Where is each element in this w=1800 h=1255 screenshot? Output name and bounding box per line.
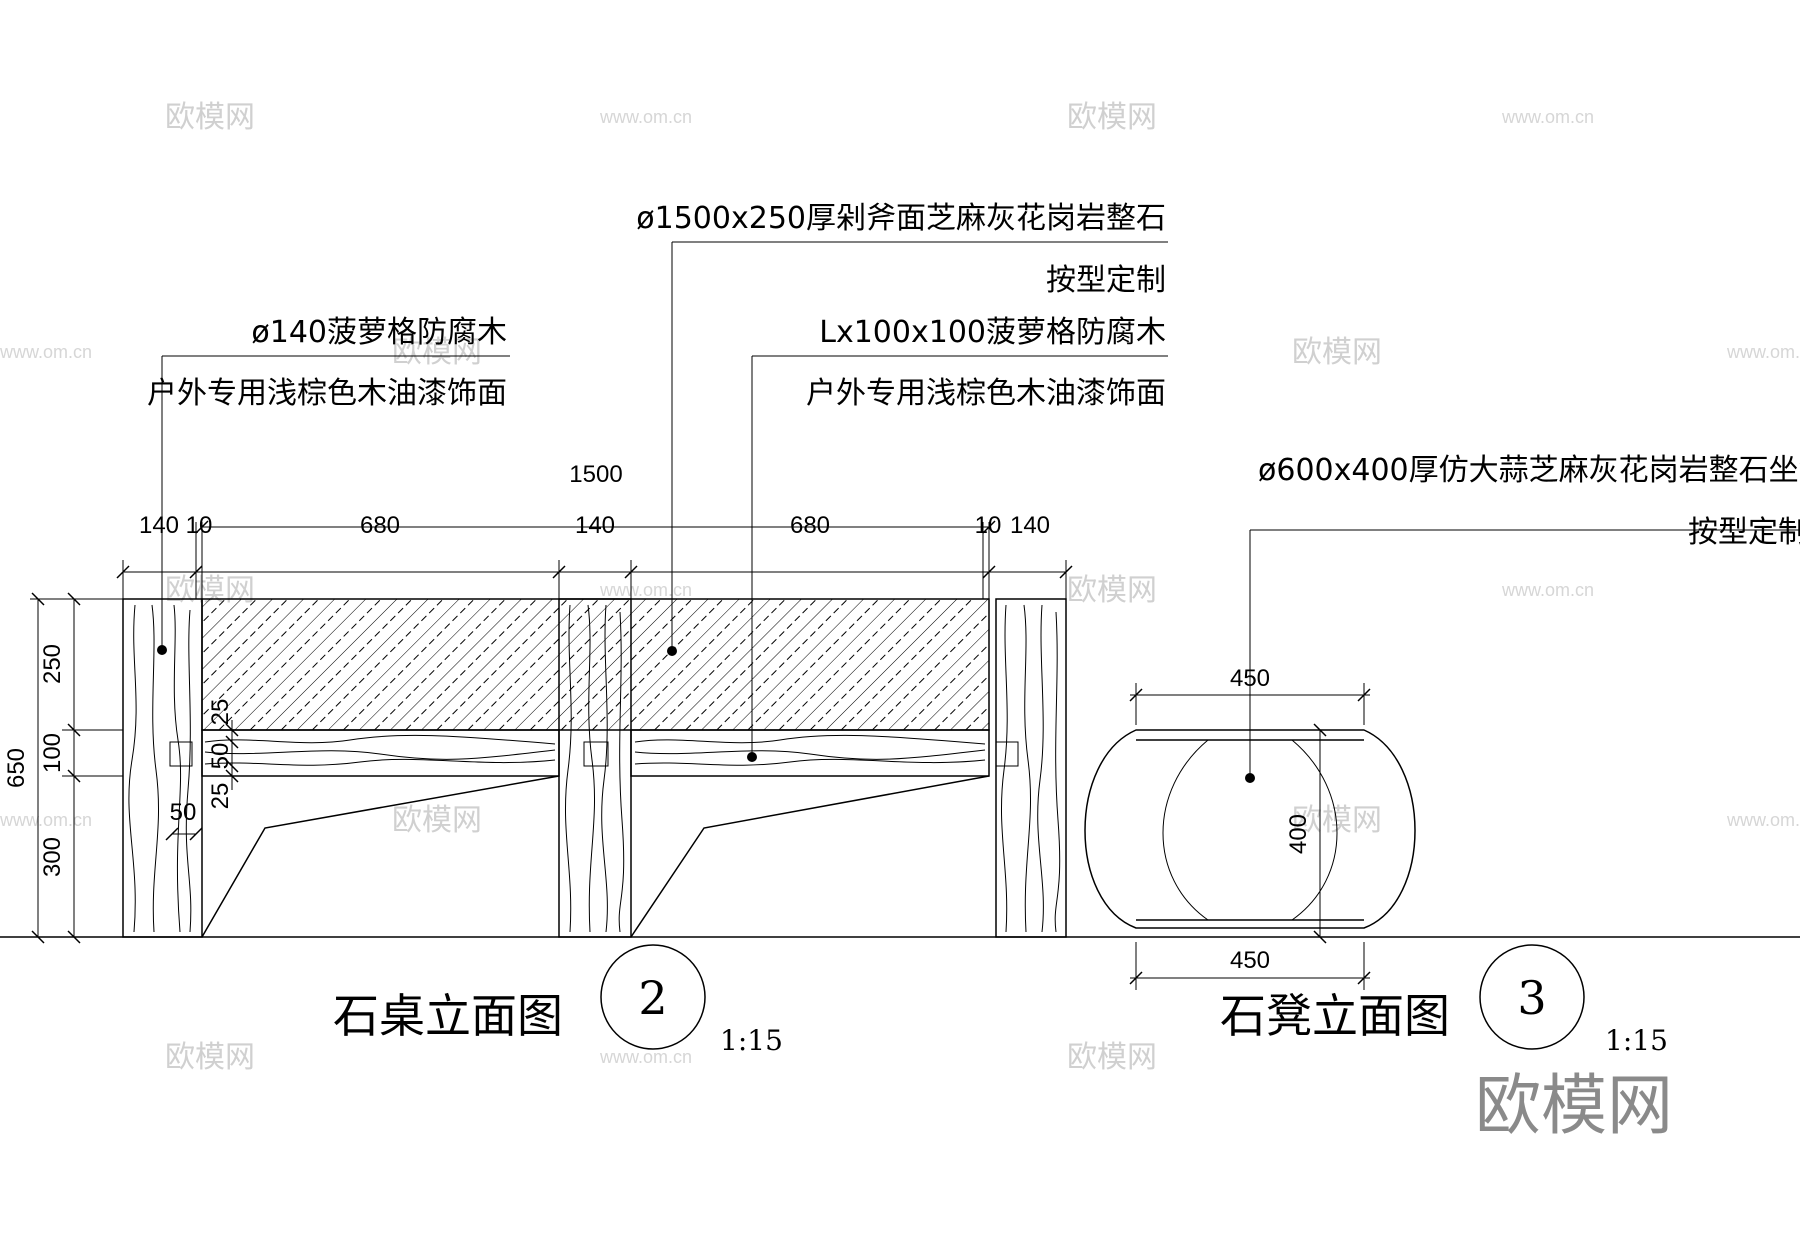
segment-label-leg-right: 140	[1010, 512, 1050, 539]
watermark-brand: 欧模网	[392, 803, 482, 838]
beam-detail-label-bottom: 25	[207, 783, 234, 810]
top-custom-note: 按型定制	[1046, 263, 1166, 298]
segment-label-gap-left: 10	[186, 512, 213, 539]
support-brace	[201, 775, 990, 938]
stool-leader	[1245, 529, 1800, 783]
watermark-url: www.om.cn	[1726, 342, 1800, 362]
segment-label-span-right: 680	[790, 512, 830, 539]
top-height-label: 250	[39, 644, 66, 684]
segment-label-leg-left: 140	[139, 512, 179, 539]
stool-title: 石凳立面图	[1220, 989, 1450, 1043]
beam-detail-dimension	[165, 720, 239, 841]
wooden-leg	[122, 598, 203, 938]
watermark-url: www.om.cn	[599, 107, 692, 127]
watermark-brand: 欧模网	[165, 100, 255, 135]
stool-bottom-width-label: 450	[1230, 947, 1270, 974]
overall-width-label: 1500	[569, 461, 622, 488]
segment-label-leg-middle: 140	[575, 512, 615, 539]
granite-top-hatch	[201, 598, 990, 731]
stool-curve	[1162, 739, 1209, 921]
bottom-height-label: 300	[39, 837, 66, 877]
beam-finish-note: 户外专用浅棕色木油漆饰面	[806, 376, 1166, 411]
beam-height-label: 100	[39, 733, 66, 773]
watermark-url: www.om.cn	[0, 810, 92, 830]
wooden-leg	[995, 598, 1067, 938]
leader-lines	[157, 241, 1168, 762]
width-dimension-chain	[116, 520, 1073, 599]
watermark-url: www.om.cn	[1501, 107, 1594, 127]
wooden-beam	[169, 729, 1019, 777]
stool-material-note: ø600x400厚仿大蒜芝麻灰花岗岩整石坐凳	[1258, 453, 1800, 488]
top-material-note: ø1500x250厚剁斧面芝麻灰花岗岩整石	[636, 201, 1166, 236]
wooden-leg	[558, 598, 632, 938]
beam-detail-label-middle: 50	[207, 743, 234, 770]
stool-height-label: 400	[1285, 814, 1312, 854]
segment-label-gap-right: 10	[975, 512, 1002, 539]
stool-detail-circle	[1479, 944, 1585, 1050]
stool-detail-number: 3	[1517, 971, 1546, 1025]
leg-finish-note: 户外专用浅棕色木油漆饰面	[147, 376, 507, 411]
stool-custom-note: 按型定制	[1688, 515, 1800, 550]
watermark-url: www.om.cn	[1501, 580, 1594, 600]
total-height-label: 650	[3, 748, 30, 788]
watermark-brand: 欧模网	[392, 335, 482, 370]
beam-detail-label-top: 25	[207, 699, 234, 726]
beam-end-label: 50	[170, 799, 197, 826]
watermark-url: www.om.cn	[1726, 810, 1800, 830]
stone-table-elevation: 1500 140 10 680 140 680 10 140 650 250 1…	[3, 201, 1168, 1057]
watermark-brand: 欧模网	[1067, 100, 1157, 135]
height-dimension-chain	[30, 592, 123, 944]
table-scale: 1:15	[720, 1024, 783, 1057]
table-detail-number: 2	[638, 971, 667, 1025]
table-detail-circle	[600, 944, 706, 1050]
stool-body	[1084, 729, 1416, 929]
beam-material-note: Lx100x100菠萝格防腐木	[819, 315, 1166, 350]
stool-curve	[1291, 739, 1338, 921]
watermark-brand: 欧模网	[1067, 1040, 1157, 1075]
segment-label-span-left: 680	[360, 512, 400, 539]
watermark-brand: 欧模网	[165, 1040, 255, 1075]
watermark-url: www.om.cn	[0, 342, 92, 362]
watermark-logo-brand: 欧模网	[1475, 1067, 1673, 1144]
stool-scale: 1:15	[1605, 1024, 1668, 1057]
stone-stool-elevation: 450 450 400 ø600x400厚仿大蒜芝麻灰花岗岩整石坐凳 按型定制 …	[1084, 453, 1800, 1057]
watermarks: 欧模网 www.om.cn 欧模网 www.om.cn www.om.cn 欧模…	[0, 100, 1800, 1144]
watermark-brand: 欧模网	[1292, 335, 1382, 370]
watermark-url: www.om.cn	[599, 580, 692, 600]
watermark-url: www.om.cn	[599, 1047, 692, 1067]
leg-material-note: ø140菠萝格防腐木	[251, 315, 507, 350]
watermark-brand: 欧模网	[1067, 573, 1157, 608]
table-title: 石桌立面图	[333, 989, 563, 1043]
